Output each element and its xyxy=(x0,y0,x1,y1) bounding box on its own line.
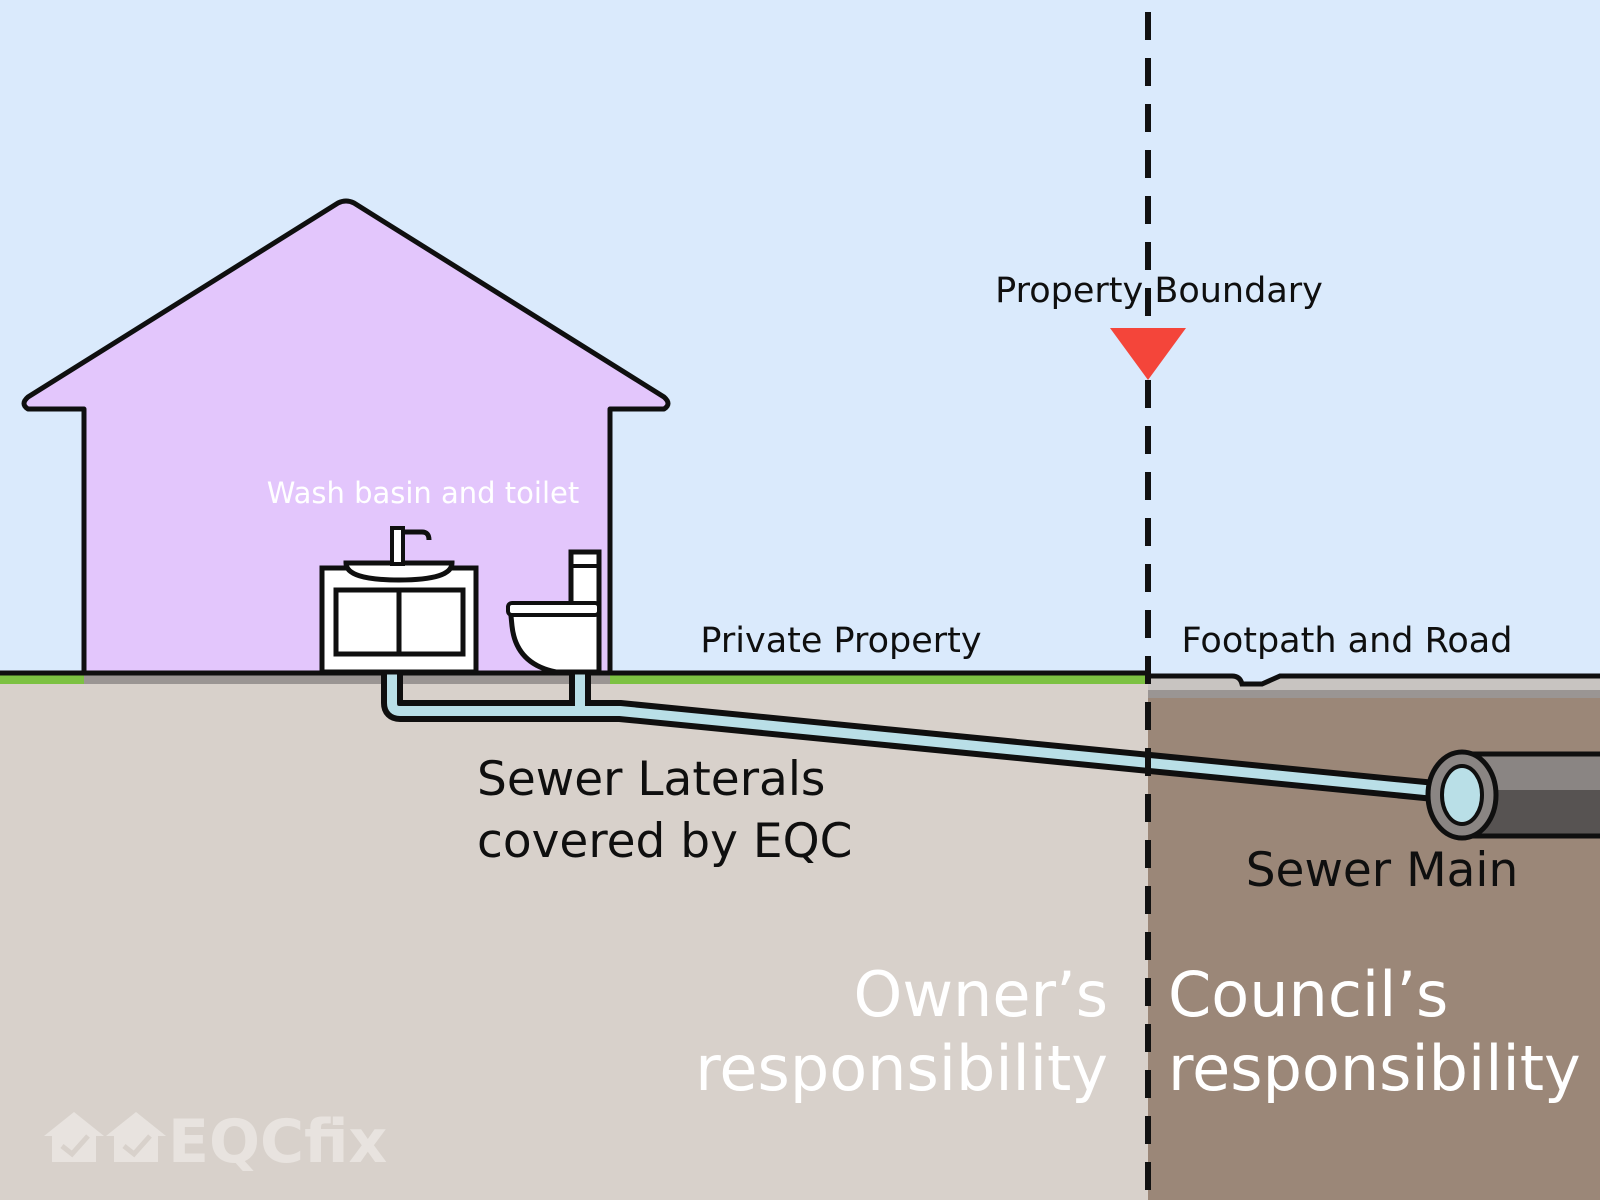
sewer-laterals-label-line1: Sewer Laterals xyxy=(477,752,825,807)
owner-responsibility-line1: Owner’s xyxy=(854,958,1108,1031)
house-check-icon xyxy=(44,1112,166,1162)
sewer-main-label: Sewer Main xyxy=(1246,843,1519,898)
house xyxy=(21,198,671,676)
wash-basin-toilet-label: Wash basin and toilet xyxy=(267,476,579,510)
eqcfix-logo: EQCfix xyxy=(44,1107,387,1177)
sewer-laterals-label-line2: covered by EQC xyxy=(477,814,852,869)
wash-basin-icon xyxy=(319,526,479,675)
council-responsibility-line1: Council’s xyxy=(1168,958,1448,1031)
road-edge-line xyxy=(1148,673,1600,687)
property-boundary-label: Property Boundary xyxy=(995,271,1323,311)
road-base xyxy=(1148,690,1600,698)
toilet-icon xyxy=(506,549,602,675)
boundary-marker-icon xyxy=(1110,328,1186,380)
private-property-label: Private Property xyxy=(700,621,981,661)
eqcfix-logo-text: EQCfix xyxy=(168,1107,387,1177)
owner-soil xyxy=(0,676,1148,1200)
sewer-lateral-pipes xyxy=(381,672,1437,802)
sewer-main-pipe xyxy=(1425,749,1600,841)
owner-responsibility-line2: responsibility xyxy=(695,1032,1108,1105)
check-icon xyxy=(60,1134,152,1158)
footpath-road-label: Footpath and Road xyxy=(1182,621,1513,661)
footpath-road-surface xyxy=(1148,676,1600,694)
council-responsibility-line2: responsibility xyxy=(1168,1032,1581,1105)
